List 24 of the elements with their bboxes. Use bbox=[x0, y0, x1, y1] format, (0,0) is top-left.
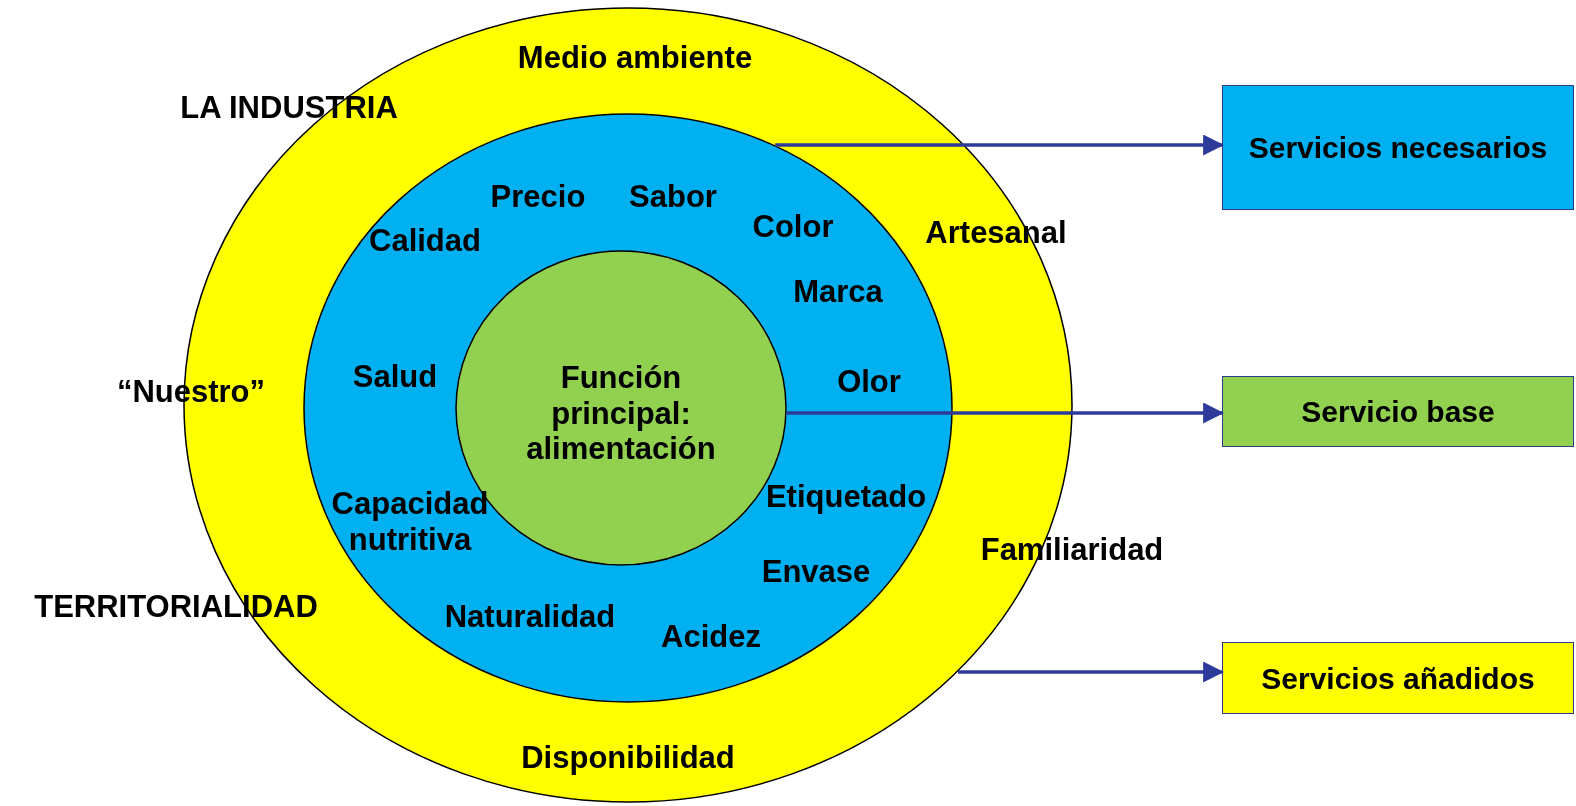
arrow bbox=[775, 134, 1225, 156]
attribute-label: Precio bbox=[490, 179, 586, 215]
service-box bbox=[1222, 642, 1574, 714]
attribute-label: Medio ambiente bbox=[517, 40, 753, 76]
attribute-label: Olor bbox=[837, 364, 901, 400]
service-label: Servicio base bbox=[1301, 394, 1495, 430]
arrow bbox=[958, 661, 1225, 683]
core-function-text: Función principal: alimentación bbox=[525, 359, 717, 467]
attribute-label: Acidez bbox=[661, 619, 761, 655]
service-label: Servicios añadidos bbox=[1261, 660, 1535, 697]
attribute-label: Marca bbox=[793, 274, 883, 310]
service-box bbox=[1222, 85, 1574, 210]
attribute-label: Capacidad nutritiva bbox=[330, 486, 490, 558]
service-label: Servicios necesarios bbox=[1248, 130, 1548, 166]
service-box bbox=[1222, 376, 1574, 447]
attribute-label: Color bbox=[752, 209, 834, 245]
attribute-label: Salud bbox=[352, 359, 438, 395]
attribute-label: Naturalidad bbox=[444, 599, 616, 635]
arrow bbox=[786, 402, 1225, 424]
attribute-label: Disponibilidad bbox=[521, 740, 735, 776]
attribute-label: Envase bbox=[761, 554, 871, 590]
attribute-label: Calidad bbox=[369, 223, 481, 259]
attribute-label: Sabor bbox=[629, 179, 717, 215]
attribute-label: Etiquetado bbox=[765, 479, 927, 515]
